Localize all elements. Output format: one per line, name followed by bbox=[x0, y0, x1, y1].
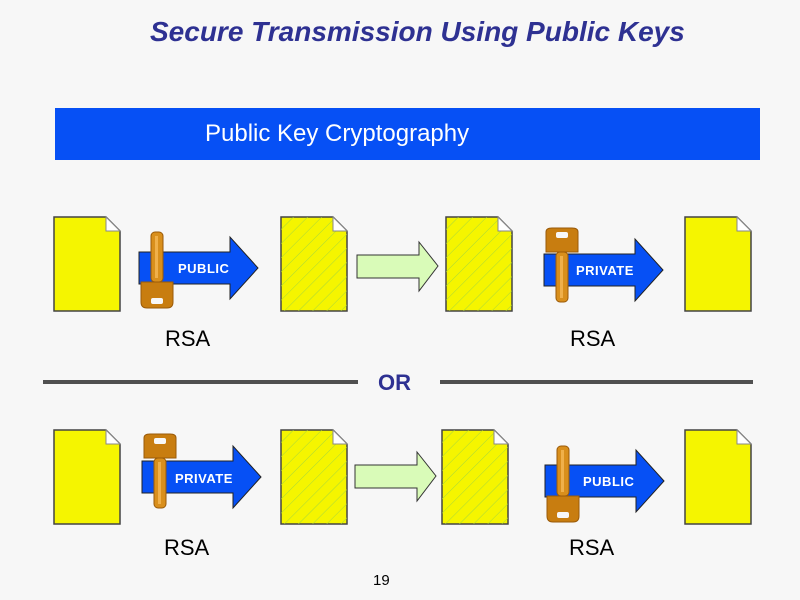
section-banner: Public Key Cryptography bbox=[55, 108, 760, 160]
banner-label: Public Key Cryptography bbox=[205, 120, 470, 147]
transfer-arrow bbox=[356, 240, 439, 293]
encrypt-algorithm-label: RSA bbox=[165, 326, 211, 351]
key-icon bbox=[143, 433, 177, 509]
decrypt-key-label: PRIVATE bbox=[576, 263, 634, 278]
key-icon bbox=[546, 445, 580, 523]
encrypted-document-icon bbox=[280, 428, 349, 525]
key-icon bbox=[545, 227, 579, 303]
decrypt-key-label: PUBLIC bbox=[583, 474, 635, 489]
key-icon bbox=[140, 231, 174, 309]
encrypted-document-icon bbox=[441, 428, 510, 525]
plain-document-icon bbox=[53, 428, 122, 525]
encrypted-document-icon bbox=[445, 215, 514, 312]
encrypt-algorithm-label: RSA bbox=[164, 535, 210, 560]
encrypt-key-label: PUBLIC bbox=[178, 261, 230, 276]
slide-title: Secure Transmission Using Public Keys bbox=[150, 16, 685, 47]
encrypted-document-icon bbox=[280, 215, 349, 312]
plain-document-icon bbox=[684, 215, 753, 312]
decrypt-algorithm-label: RSA bbox=[570, 326, 616, 351]
plain-document-icon bbox=[53, 215, 122, 312]
plain-document-icon bbox=[684, 428, 753, 525]
separator-line-left bbox=[43, 380, 358, 384]
encrypt-key-label: PRIVATE bbox=[175, 471, 233, 486]
decrypt-algorithm-label: RSA bbox=[569, 535, 615, 560]
separator-label: OR bbox=[378, 370, 411, 395]
page-number: 19 bbox=[373, 572, 390, 589]
transfer-arrow bbox=[354, 450, 437, 503]
separator-line-right bbox=[440, 380, 753, 384]
